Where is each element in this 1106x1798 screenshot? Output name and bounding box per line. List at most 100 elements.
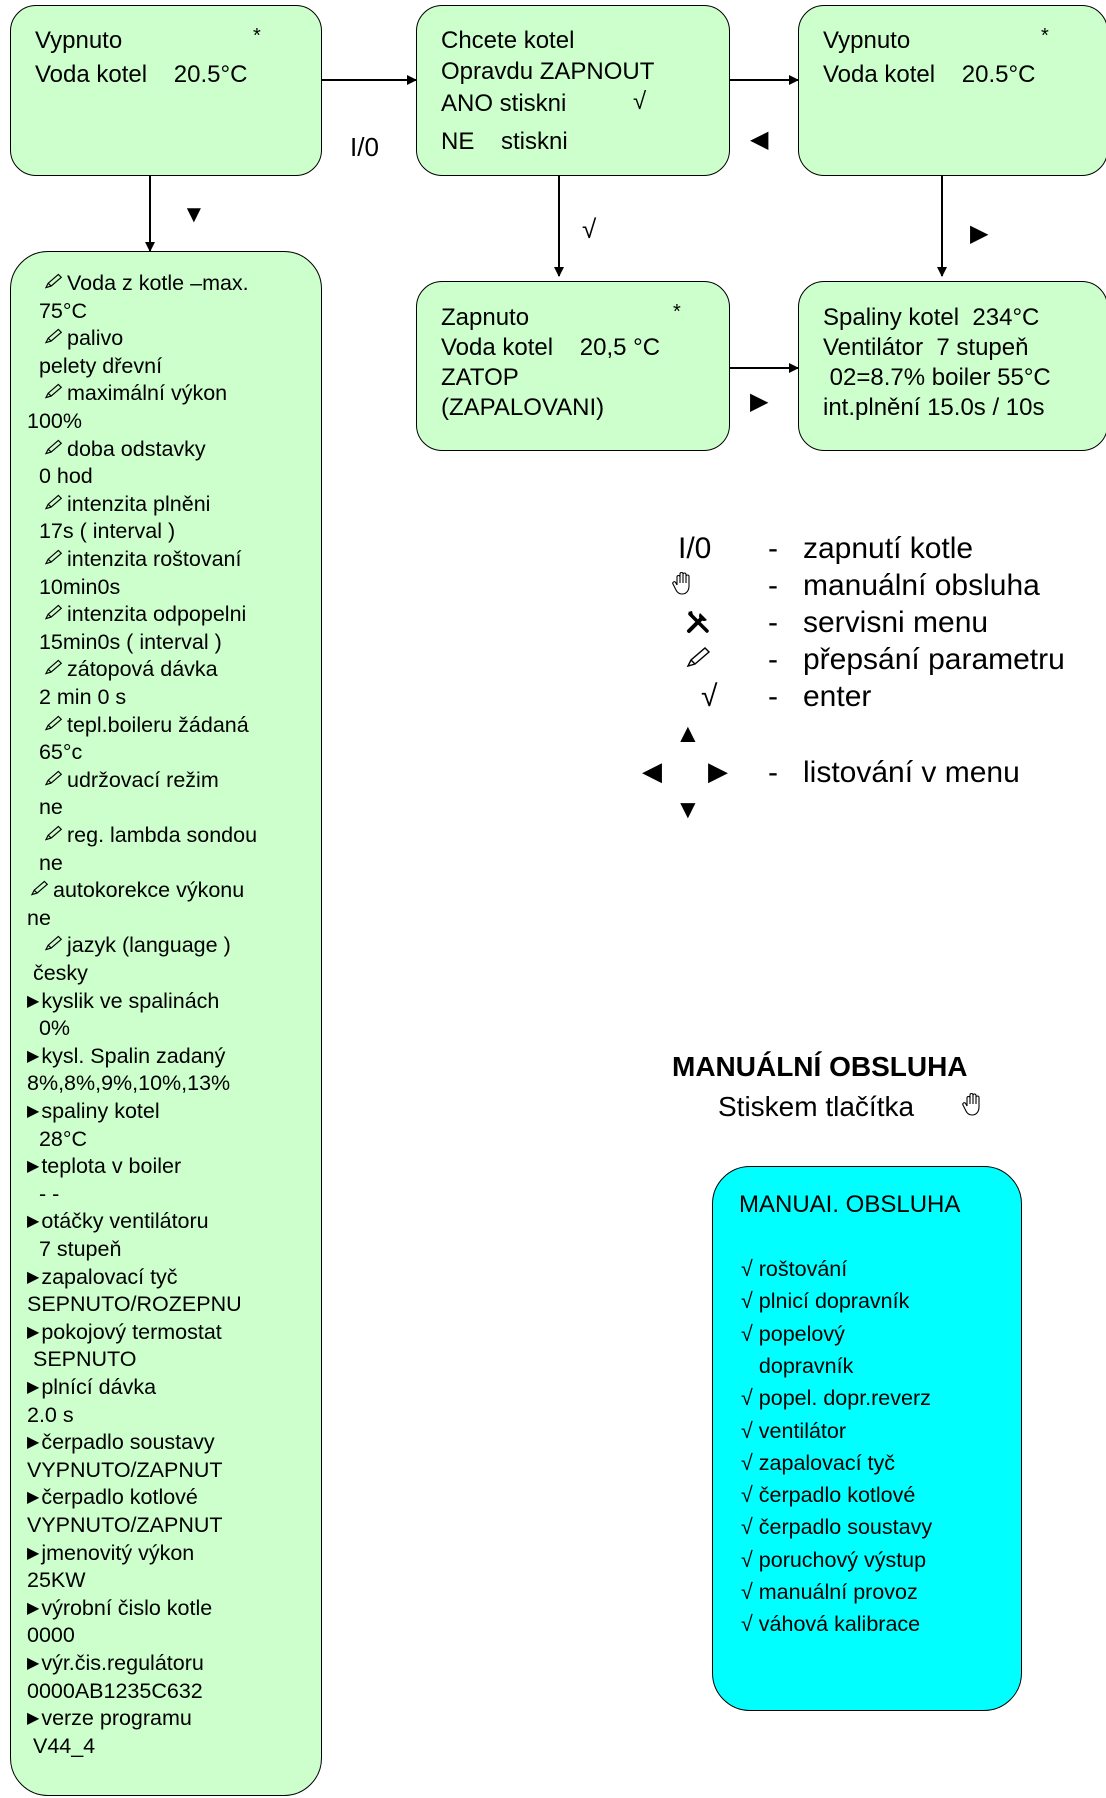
legend-dash: - [768, 606, 778, 639]
manual-item: √ popelový [741, 1321, 845, 1346]
param-row: ▶kyslik ve spalinách [27, 990, 219, 1013]
param-text: zapalovací tyč [41, 1264, 178, 1289]
param-text: tepl.boileru žádaná [67, 712, 249, 737]
param-text: 8%,8%,9%,10%,13% [27, 1071, 231, 1096]
param-row: autokorekce výkonu [30, 879, 244, 902]
param-text: 10min0s [27, 574, 121, 599]
param-text: 2.0 s [27, 1402, 74, 1427]
param-row: intenzita odpopelni [44, 603, 246, 626]
param-text: ne [27, 850, 63, 875]
star-mark: * [673, 301, 681, 323]
triangle-right-icon: ▶ [27, 1379, 40, 1396]
confirm-line-4: NE stiskni [441, 128, 568, 155]
param-text: 28°C [27, 1126, 87, 1151]
param-row: ▶teplota v boiler [27, 1154, 182, 1179]
param-row: - - [27, 1183, 59, 1206]
manual-item: √ váhová kalibrace [741, 1612, 921, 1637]
manual-item: dopravník [741, 1353, 854, 1378]
param-text: 7 stupeň [27, 1237, 122, 1261]
param-row: 2.0 s [27, 1402, 74, 1427]
param-row: ne [27, 797, 63, 819]
param-text: maximální výkon [67, 381, 228, 406]
screen-off-2: Vypnuto * Voda kotel 20.5°C [798, 5, 1106, 176]
param-row: doba odstavky [44, 436, 206, 461]
param-row: Voda z kotle –max. [44, 271, 249, 295]
manual-subtitle: Stiskem tlačítka [718, 1091, 915, 1122]
param-text: 0000 [27, 1623, 75, 1648]
param-row: ▶verze programu [27, 1707, 192, 1730]
legend-text-service: servisni menu [803, 606, 989, 639]
param-row: 100% [27, 410, 82, 433]
param-row: 7 stupeň [27, 1237, 122, 1261]
param-text: 0% [27, 1016, 71, 1041]
param-row: ▶kysl. Spalin zadaný [27, 1045, 225, 1068]
param-row: ne [27, 905, 51, 930]
status-text: Zapnuto [441, 304, 530, 331]
param-row: SEPNUTO/ROZEPNU [27, 1292, 242, 1317]
param-row: pelety dřevní [27, 353, 163, 378]
param-row: ▶výr.čis.regulátoru [27, 1652, 204, 1675]
param-text: teplota v boiler [41, 1154, 182, 1179]
status-text: Vypnuto [35, 27, 123, 54]
param-text: VYPNUTO/ZAPNUT [27, 1457, 223, 1482]
param-row: 0000 [27, 1625, 75, 1647]
flue-line-1: Spaliny kotel 234°C [823, 304, 1040, 331]
param-text: 15min0s ( interval ) [27, 629, 222, 654]
param-text: V44_4 [27, 1733, 96, 1758]
param-text: 75°C [27, 298, 87, 323]
param-row: jazyk (language ) [44, 935, 231, 957]
flue-line-4: int.plnění 15.0s / 10s [823, 394, 1045, 421]
zatop-text: ZATOP [441, 364, 519, 391]
triangle-left-icon: ◀ [750, 126, 769, 153]
param-text: jmenovitý výkon [41, 1540, 195, 1565]
param-row: 0% [27, 1016, 71, 1041]
flue-line-3: 02=8.7% boiler 55°C [823, 364, 1051, 391]
param-text: pelety dřevní [27, 353, 163, 378]
star-mark: * [253, 25, 261, 47]
param-text: reg. lambda sondou [67, 823, 258, 847]
triangle-right-icon: ▶ [27, 1599, 40, 1617]
param-row: ▶výrobní čislo kotle [27, 1597, 212, 1620]
legend-text-browse: listování v menu [803, 756, 1020, 789]
param-text: zátopová dávka [67, 657, 218, 682]
param-row: 10min0s [27, 574, 121, 599]
param-text: 25KW [27, 1568, 86, 1593]
legend-symbol-check: √ [701, 680, 718, 713]
arrow-up-icon: ▲ [675, 718, 701, 748]
param-row: 25KW [27, 1568, 86, 1593]
param-row: česky [27, 962, 88, 985]
param-row: 65°c [27, 741, 82, 764]
param-text: SEPNUTO/ROZEPNU [27, 1292, 242, 1317]
tools-icon [687, 611, 709, 633]
param-text: Voda z kotle –max. [67, 271, 249, 295]
flue-line-2: Ventilátor 7 stupeň [823, 334, 1029, 361]
screen-on: Zapnuto * Voda kotel 20,5 °C ZATOP (ZAPA… [416, 281, 730, 451]
triangle-down-icon: ▼ [182, 201, 206, 228]
arrow-down-icon: ▼ [675, 794, 701, 824]
param-text: doba odstavky [67, 436, 206, 461]
water-temp: Voda kotel 20.5°C [35, 61, 248, 88]
manual-item: √ popel. dopr.reverz [741, 1386, 931, 1411]
legend-dash: - [768, 532, 778, 565]
param-row: maximální výkon [44, 381, 228, 406]
status-text: Vypnuto [823, 27, 911, 54]
confirm-line-1: Chcete kotel [441, 27, 575, 54]
legend-dash: - [768, 756, 778, 789]
param-text: ne [27, 795, 63, 820]
param-row: ▶čerpadlo kotlové [27, 1487, 198, 1509]
arrow-left-icon: ◀ [642, 756, 662, 786]
param-row: ▶čerpadlo soustavy [27, 1431, 215, 1454]
triangle-right-icon: ▶ [27, 1213, 40, 1231]
legend-dash: - [768, 569, 778, 602]
triangle-right-icon: ▶ [27, 1323, 40, 1341]
param-text: spaliny kotel [41, 1099, 160, 1123]
param-row: 2 min 0 s [27, 686, 126, 709]
param-row: SEPNUTO [27, 1349, 137, 1371]
param-row: 8%,8%,9%,10%,13% [27, 1073, 230, 1095]
triangle-right-icon: ▶ [750, 388, 769, 415]
manual-operation-box: MANUAI. OBSLUHA √ roštování√ plnicí dopr… [712, 1166, 1022, 1711]
manual-title: MANUÁLNÍ OBSLUHA [672, 1051, 968, 1082]
param-row: 0000AB1235C632 [27, 1680, 203, 1703]
param-text: ne [27, 905, 51, 930]
water-temp: Voda kotel 20.5°C [823, 61, 1036, 88]
